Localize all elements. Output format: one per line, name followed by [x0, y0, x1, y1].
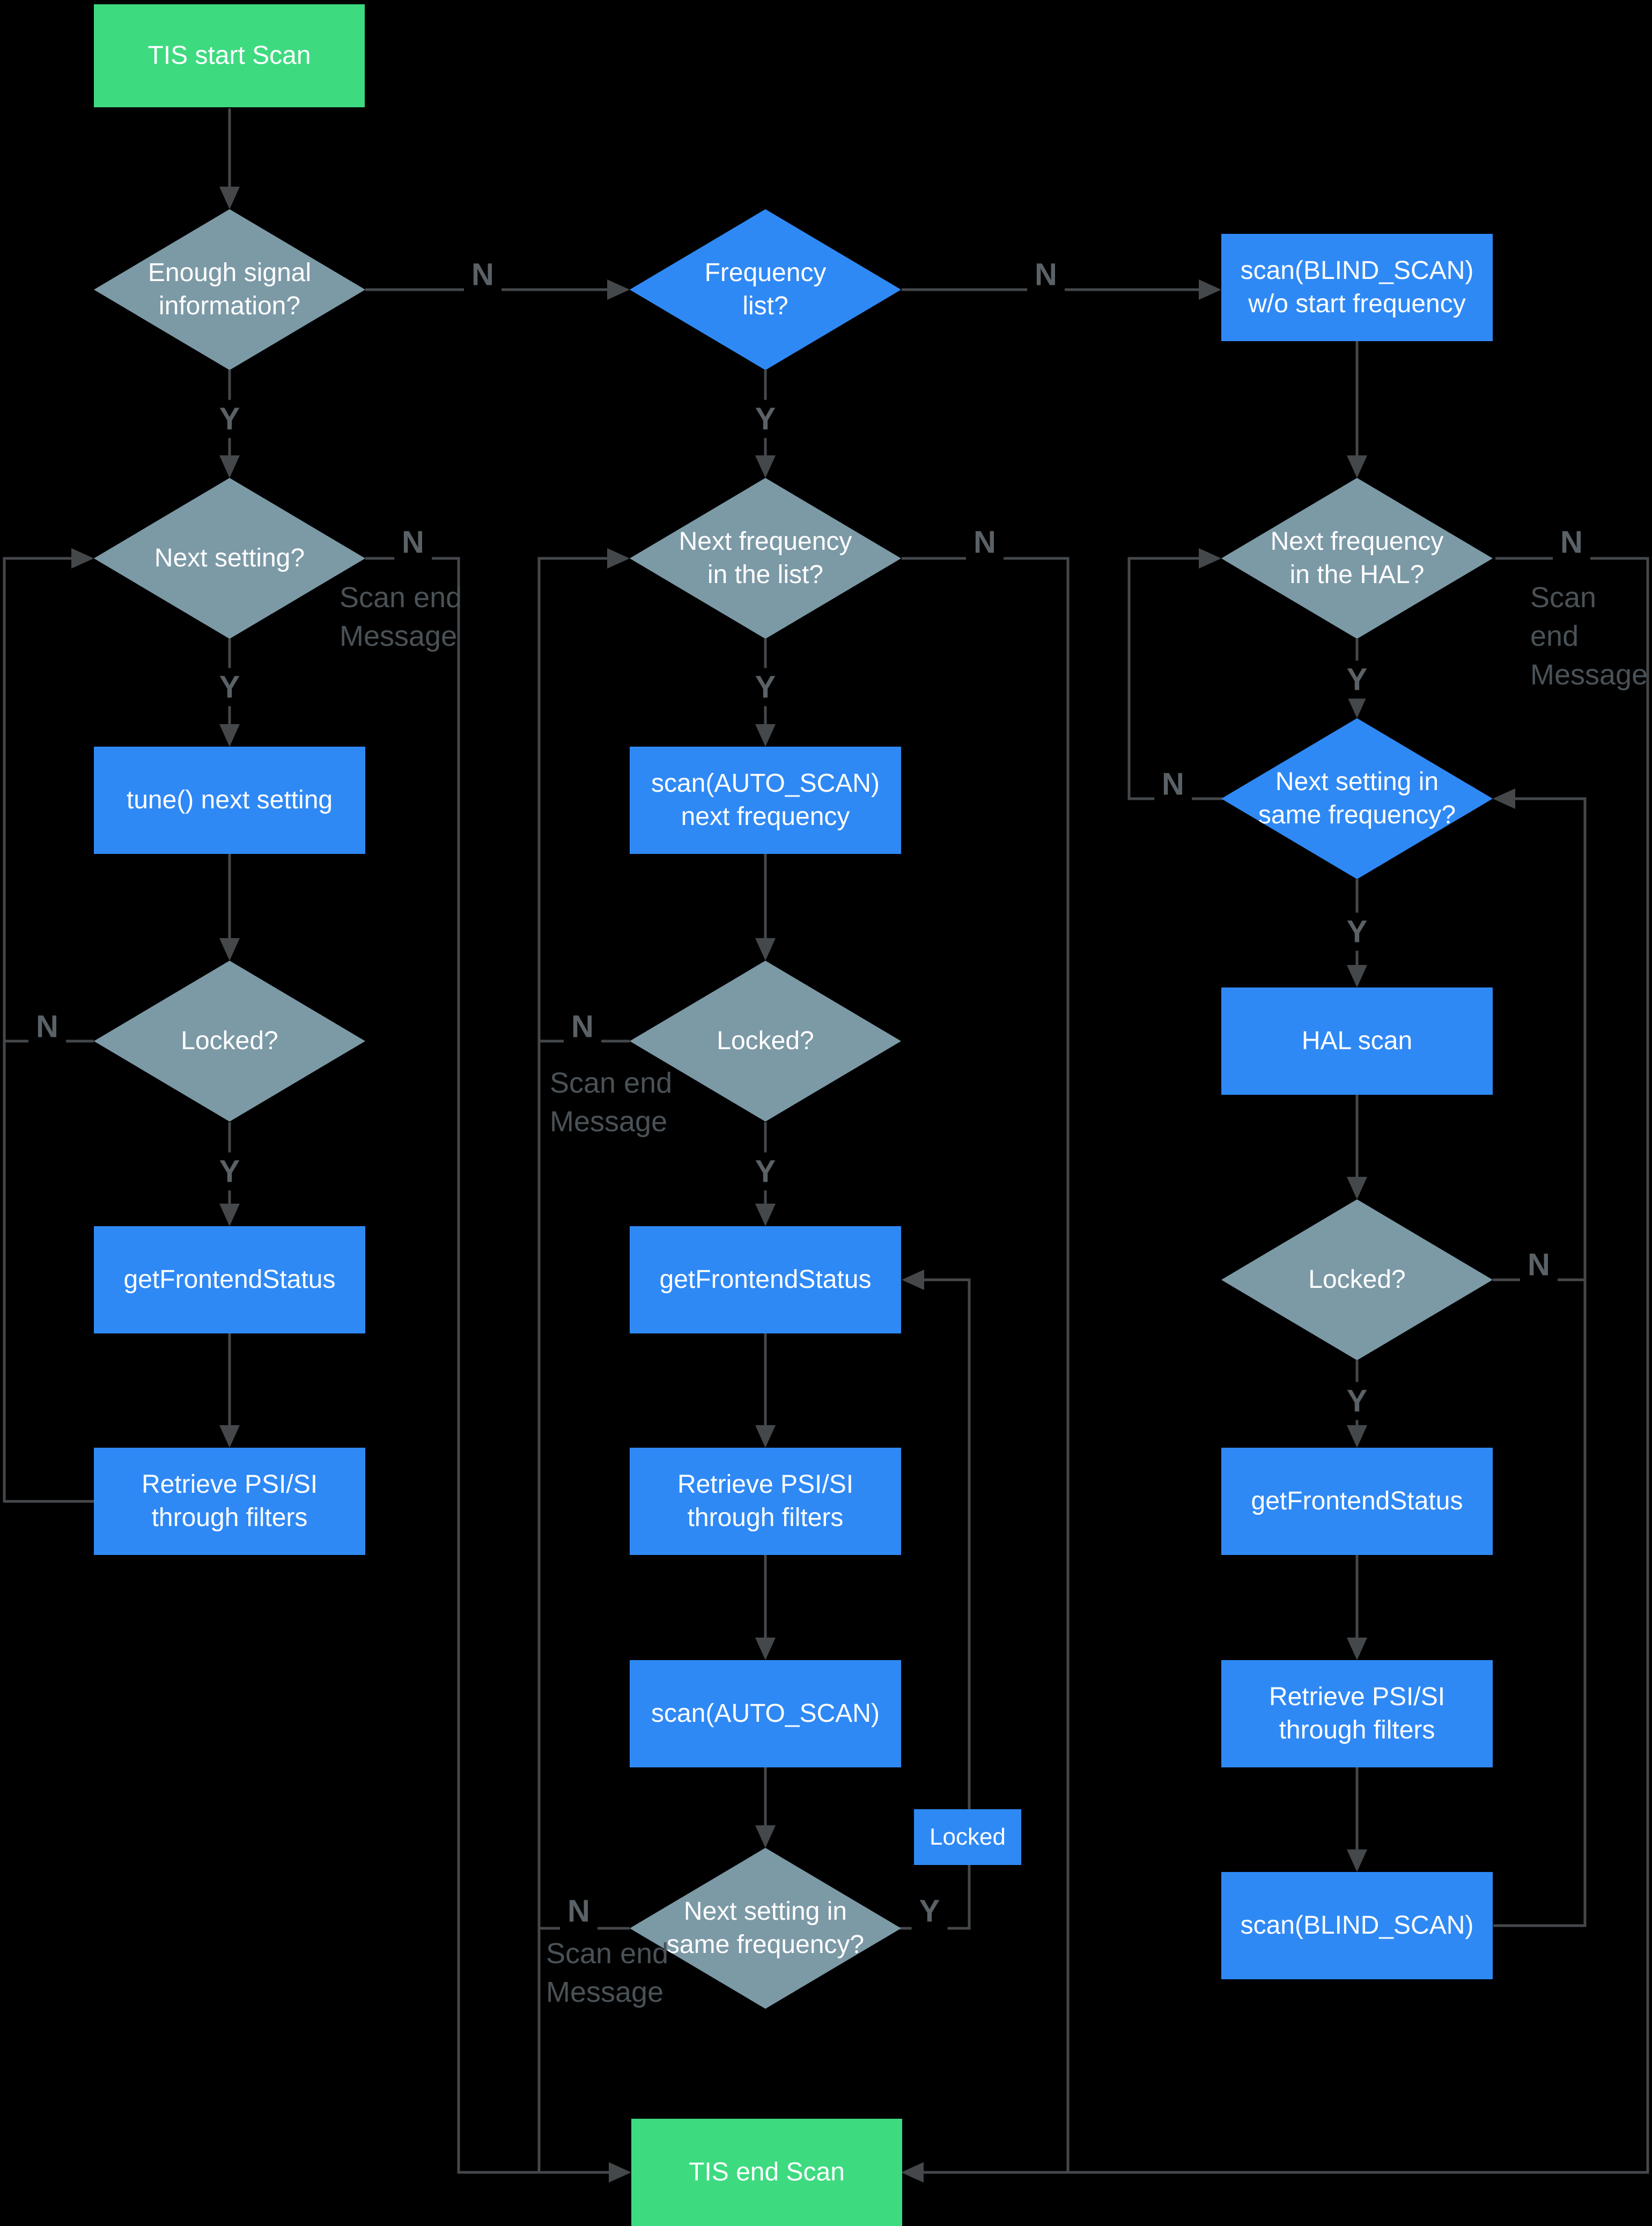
arrowhead-icon [1199, 548, 1221, 569]
edge-label-y-next-freq-hal: Y [1339, 660, 1375, 699]
edge-label-n-next-same-hal: N [1154, 765, 1192, 804]
edge-label-n-next-freq-list: N [966, 523, 1004, 562]
arrowhead-icon [1493, 788, 1515, 809]
arrowhead-icon [1347, 1849, 1367, 1872]
p-retrieve-left: Retrieve PSI/SI through filters [94, 1448, 365, 1555]
edge-label-y-freq-list: Y [747, 400, 784, 438]
p-retrieve-right: Retrieve PSI/SI through filters [1221, 1660, 1493, 1767]
end: TIS end Scan [631, 2119, 902, 2226]
edge-line [3, 557, 94, 1503]
edge-label-n-locked-right: N [1520, 1245, 1558, 1284]
edge-label-note-next-same-mid: Scan end Message [546, 1937, 669, 2008]
p-tune: tune() next setting [94, 747, 365, 854]
edge-label-n-freq-list: N [1027, 255, 1065, 294]
edge-line [902, 557, 1070, 2172]
edge-line [1127, 557, 1223, 800]
arrowhead-icon [219, 938, 240, 961]
arrowhead-icon [1347, 1425, 1367, 1448]
edge-label-n-locked-mid: N [564, 1007, 601, 1046]
edge-line [537, 557, 609, 2172]
edge-label-y-next-setting: Y [211, 668, 248, 706]
arrowhead-icon [219, 187, 240, 209]
arrowhead-icon [219, 1204, 240, 1226]
p-gfs-mid: getFrontendStatus [630, 1226, 901, 1333]
edge-label-y-locked-left: Y [211, 1152, 248, 1191]
arrowhead-icon [607, 548, 630, 569]
arrowhead-icon [1347, 455, 1367, 478]
p-hal-scan: HAL scan [1221, 987, 1493, 1095]
arrowhead-icon [755, 938, 776, 961]
arrowhead-icon [219, 1425, 240, 1448]
p-gfs-right: getFrontendStatus [1221, 1448, 1493, 1555]
arrowhead-icon [71, 548, 94, 569]
edge-label-y-next-same-hal: Y [1339, 912, 1375, 951]
arrowhead-icon [219, 724, 240, 747]
p-scan-blind: scan(BLIND_SCAN) [1221, 1872, 1493, 1979]
edge-label-note-next-freq-hal: Scan end Message [1530, 581, 1648, 691]
p-retrieve-mid: Retrieve PSI/SI through filters [630, 1448, 901, 1555]
arrowhead-icon [755, 1638, 776, 1660]
edge-line [365, 557, 611, 2174]
p-gfs-left: getFrontendStatus [94, 1226, 365, 1333]
arrowhead-icon [902, 1270, 924, 1290]
arrowhead-icon [755, 1425, 776, 1448]
arrowhead-icon [1347, 1638, 1367, 1660]
start: TIS start Scan [94, 4, 365, 107]
tag-locked: Locked [914, 1809, 1021, 1865]
edge-label-n-next-same-mid: N [560, 1892, 598, 1930]
edge-label-n-enough: N [464, 255, 502, 294]
edge-label-y-enough: Y [211, 400, 248, 438]
edge-label-y-next-same-mid: Y [911, 1892, 948, 1930]
arrowhead-icon [1347, 965, 1367, 987]
arrowhead-icon [755, 1204, 776, 1226]
p-scan-auto: scan(AUTO_SCAN) [630, 1660, 901, 1767]
edge-label-n-next-freq-hal: N [1553, 523, 1590, 562]
edge-label-n-next-setting: N [394, 523, 432, 562]
arrowhead-icon [609, 2162, 631, 2183]
arrowhead-icon [1347, 696, 1367, 718]
edge-label-note-locked-mid: Scan end Message [550, 1067, 673, 1138]
p-scan-auto-next: scan(AUTO_SCAN) next frequency [630, 747, 901, 854]
edge-label-n-locked-left: N [28, 1007, 66, 1046]
edge-line [1493, 797, 1587, 1927]
p-blind-scan-wo: scan(BLIND_SCAN) w/o start frequency [1221, 234, 1493, 341]
arrowhead-icon [755, 1825, 776, 1848]
arrowhead-icon [1347, 1177, 1367, 1199]
arrowhead-icon [755, 455, 776, 478]
arrowhead-icon [607, 279, 630, 300]
edge-label-y-next-freq-list: Y [747, 668, 784, 706]
arrowhead-icon [901, 2162, 924, 2183]
arrowhead-icon [755, 724, 776, 747]
edge-label-y-locked-mid: Y [747, 1152, 784, 1191]
arrowhead-icon [219, 455, 240, 478]
edge-label-note-next-setting: Scan end Message [340, 581, 462, 652]
arrowhead-icon [1199, 279, 1221, 300]
edge-label-y-locked-right: Y [1339, 1382, 1375, 1420]
